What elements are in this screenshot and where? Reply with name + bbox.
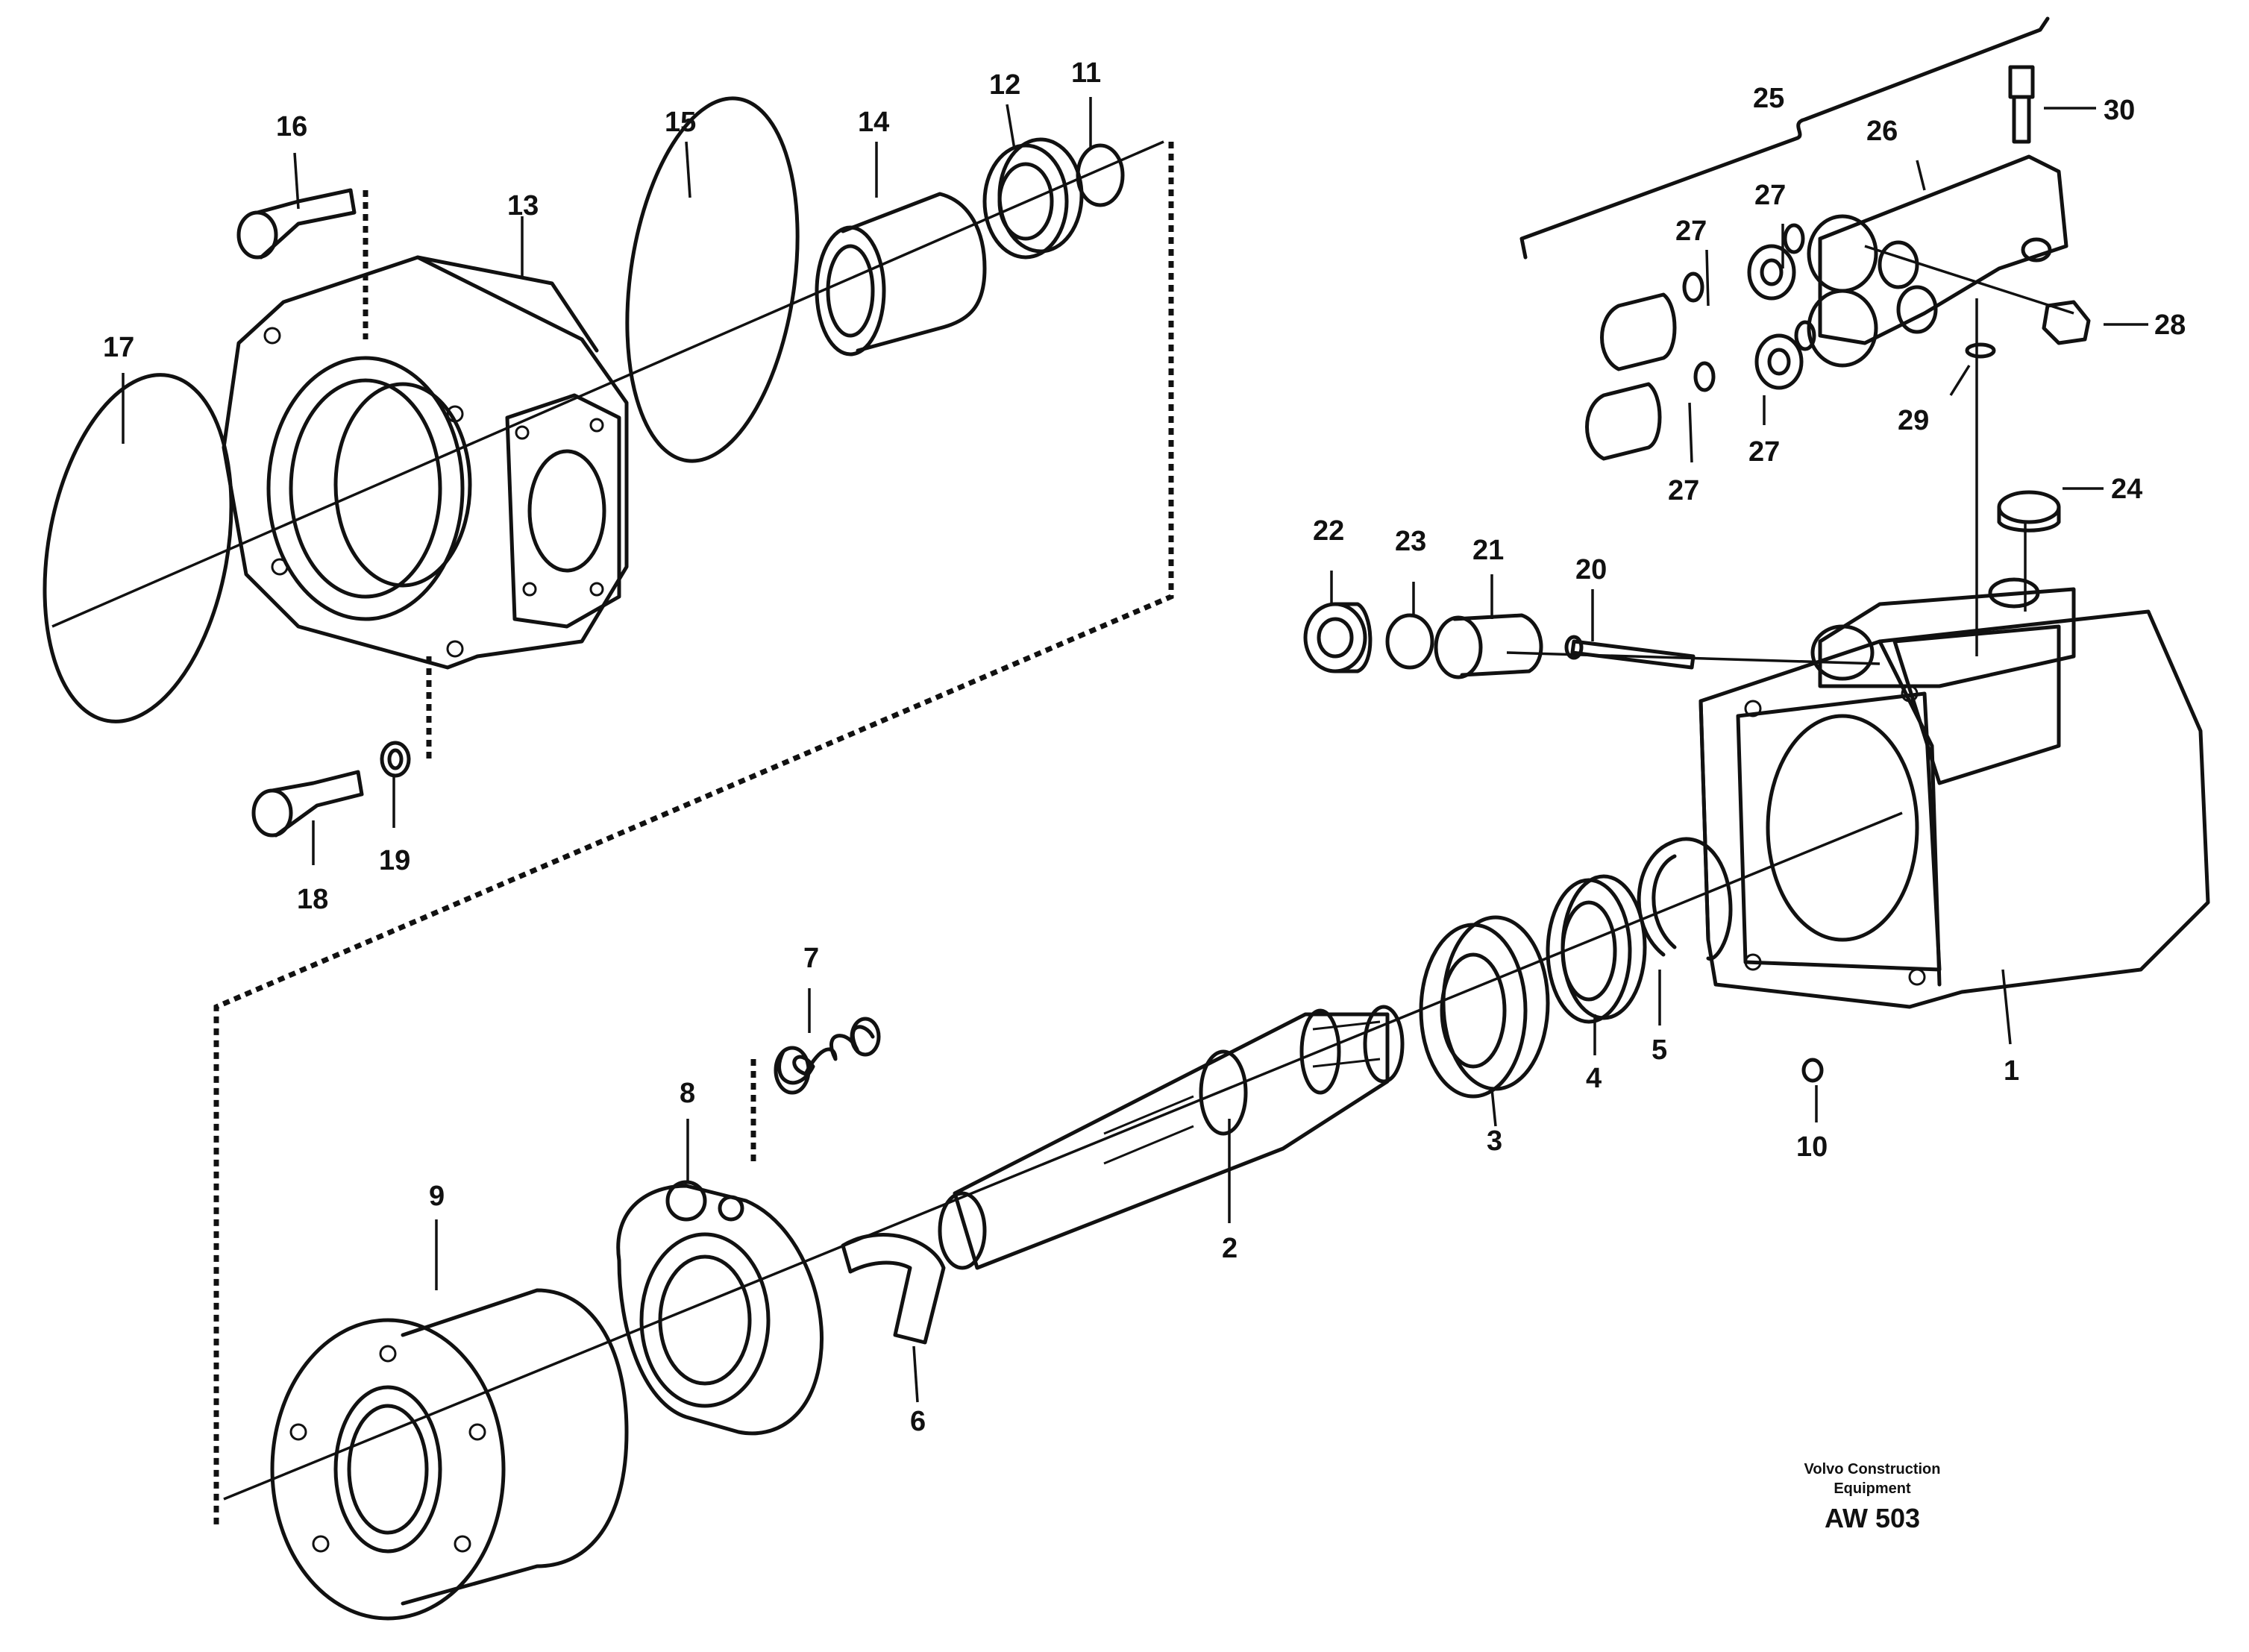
washer-part xyxy=(380,741,411,778)
callout-22: 22 xyxy=(1313,515,1344,547)
callout-21: 21 xyxy=(1472,535,1504,566)
stamp-company-line1: Volvo Construction xyxy=(1804,1461,1941,1477)
callout-11: 11 xyxy=(1071,57,1101,89)
vertical-cap-screw-part xyxy=(2008,65,2035,144)
group-25-bracket xyxy=(1519,16,2050,260)
spring-part xyxy=(774,1017,881,1095)
cap-screw-part xyxy=(236,188,357,260)
small-o-ring-part xyxy=(1801,1058,1824,1083)
callout-17: 17 xyxy=(103,332,134,363)
callout-20: 20 xyxy=(1575,554,1607,585)
sleeve-part xyxy=(815,192,987,357)
callout-6: 6 xyxy=(910,1406,926,1437)
callout-27-b: 27 xyxy=(1754,180,1786,211)
swash-plate-part xyxy=(616,1180,824,1436)
pump-housing-part xyxy=(1698,577,2210,1009)
plug-part xyxy=(1997,490,2061,533)
callout-7: 7 xyxy=(803,943,819,974)
callout-9: 9 xyxy=(429,1181,445,1212)
stamp-company-line2: Equipment xyxy=(1834,1480,1911,1497)
callout-labels: 1 2 3 4 5 6 7 8 9 10 11 12 13 14 15 16 1… xyxy=(103,57,2186,1437)
callout-25: 25 xyxy=(1753,83,1784,114)
callout-14: 14 xyxy=(858,107,889,138)
callout-23: 23 xyxy=(1395,526,1426,557)
callout-15: 15 xyxy=(665,107,696,138)
bearing-part xyxy=(1419,915,1550,1099)
plug-screw-part xyxy=(2042,300,2091,345)
callout-29: 29 xyxy=(1898,405,1929,436)
callout-12: 12 xyxy=(989,69,1020,101)
piston-part xyxy=(1434,613,1543,679)
cylinder-block-part xyxy=(270,1288,629,1621)
callout-27-c: 27 xyxy=(1668,475,1699,506)
callout-27-a: 27 xyxy=(1675,216,1707,247)
drive-shaft-part xyxy=(938,1005,1405,1270)
callout-3: 3 xyxy=(1487,1125,1502,1157)
seal-nut-set-part xyxy=(1585,223,1816,461)
needle-bearing-part xyxy=(982,137,1084,260)
callout-8: 8 xyxy=(680,1078,695,1109)
valve-body-part xyxy=(1807,154,2068,368)
callout-27-d: 27 xyxy=(1748,436,1780,468)
small-seal-part xyxy=(1965,342,1996,359)
snap-ring-part xyxy=(1637,837,1733,961)
callout-2: 2 xyxy=(1222,1233,1238,1264)
callout-30: 30 xyxy=(2104,95,2135,126)
cover-o-ring-part xyxy=(43,373,233,723)
leader-lines xyxy=(122,97,2148,1403)
callout-26: 26 xyxy=(1866,116,1898,147)
large-o-ring-part xyxy=(625,96,800,463)
shaft-seal-part xyxy=(1546,874,1647,1024)
callout-1: 1 xyxy=(2004,1055,2019,1087)
pin-part xyxy=(1564,635,1696,670)
callout-28: 28 xyxy=(2154,310,2186,341)
callout-10: 10 xyxy=(1796,1131,1828,1163)
clip-part xyxy=(841,1233,946,1345)
callout-19: 19 xyxy=(379,845,410,876)
callout-5: 5 xyxy=(1652,1034,1667,1066)
cap-screw-lower-part xyxy=(251,770,364,838)
callout-16: 16 xyxy=(276,111,307,142)
end-cover-part xyxy=(222,255,629,670)
stamp-code: AW 503 xyxy=(1825,1503,1920,1533)
callout-4: 4 xyxy=(1586,1063,1602,1094)
publisher-stamp: Volvo Construction Equipment AW 503 xyxy=(1804,1461,1941,1533)
callout-13: 13 xyxy=(507,190,539,222)
callout-18: 18 xyxy=(297,884,328,915)
bushing-part xyxy=(1303,602,1373,673)
assembly-lines xyxy=(51,140,2074,1525)
callout-24: 24 xyxy=(2111,474,2142,505)
ball-part xyxy=(1385,613,1434,670)
